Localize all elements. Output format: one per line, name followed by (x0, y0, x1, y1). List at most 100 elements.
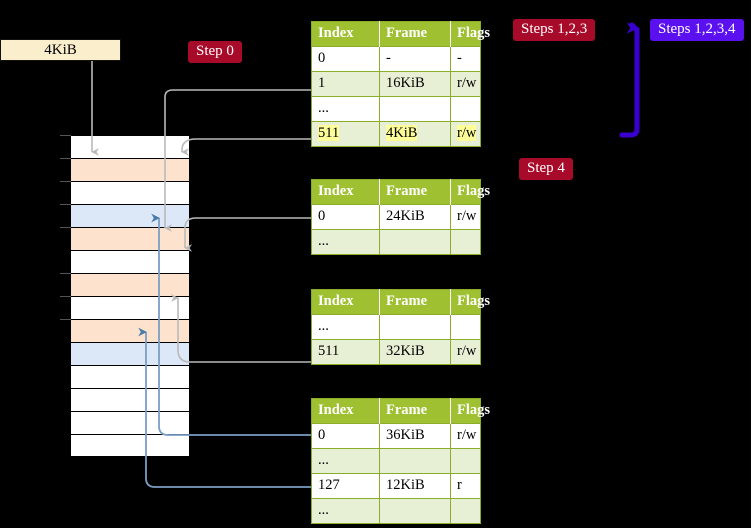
table-row: ... (311, 229, 481, 255)
memory-row (70, 296, 190, 319)
badge-step-0: Step 0 (188, 41, 242, 63)
table-row: ... (311, 96, 481, 122)
cell-frame: 4KiB (379, 121, 451, 147)
cell-flags: r/w (450, 339, 481, 365)
cell-frame: 32KiB (379, 339, 451, 365)
badge-steps-1-2-3: Steps 1,2,3 (513, 19, 596, 41)
column-header-index: Index (311, 179, 380, 205)
memory-row (70, 135, 190, 158)
table-header-row: Index Frame Flags (311, 179, 490, 205)
table-row: ... (311, 314, 481, 340)
table-row-highlighted: 511 4KiB r/w (311, 121, 481, 147)
cell-frame (379, 314, 451, 340)
cell-frame: - (379, 46, 451, 72)
cell-flags: r/w (450, 204, 481, 230)
badge-step-4: Step 4 (519, 158, 573, 180)
column-header-frame: Frame (379, 398, 451, 424)
memory-tick (60, 296, 71, 297)
column-header-index: Index (311, 289, 380, 315)
cell-flags (450, 498, 481, 524)
column-header-frame: Frame (379, 179, 451, 205)
memory-tick (60, 204, 71, 205)
memory-row (70, 342, 190, 365)
page-table-level-4: Index Frame Flags 0 36KiB r/w ... 127 12… (311, 398, 490, 524)
cell-frame: 24KiB (379, 204, 451, 230)
table-row: 127 12KiB r (311, 473, 481, 499)
cell-frame (379, 448, 451, 474)
table-row: 1 16KiB r/w (311, 71, 481, 97)
cell-index: ... (311, 498, 380, 524)
cell-flags (450, 229, 481, 255)
table-row: ... (311, 498, 481, 524)
cell-index-text: 511 (318, 125, 340, 141)
cell-index: 127 (311, 473, 380, 499)
cell-flags (450, 448, 481, 474)
memory-row (70, 250, 190, 273)
table-row: 511 32KiB r/w (311, 339, 481, 365)
cell-index: 0 (311, 423, 380, 449)
column-header-flags: Flags (450, 398, 490, 424)
column-header-flags: Flags (450, 179, 490, 205)
memory-tick (60, 319, 71, 320)
cell-frame: 12KiB (379, 473, 451, 499)
column-header-frame: Frame (379, 289, 451, 315)
cell-index: 0 (311, 46, 380, 72)
column-header-index: Index (311, 398, 380, 424)
memory-row (70, 434, 190, 457)
cell-frame: 16KiB (379, 71, 451, 97)
memory-row (70, 181, 190, 204)
table-header-row: Index Frame Flags (311, 398, 490, 424)
kib-box-label: 4KiB (44, 41, 77, 58)
cell-index: ... (311, 314, 380, 340)
page-table-level-3: Index Frame Flags ... 511 32KiB r/w (311, 289, 490, 365)
memory-tick (60, 273, 71, 274)
memory-row (70, 273, 190, 296)
cell-flags: r (450, 473, 481, 499)
cell-frame (379, 229, 451, 255)
virtual-page-4kib-box: 4KiB (0, 39, 121, 61)
badge-steps-1-2-3-4: Steps 1,2,3,4 (650, 19, 744, 41)
memory-row (70, 227, 190, 250)
badge-steps-1-2-3-4-label: Steps 1,2,3,4 (658, 21, 736, 37)
cell-frame (379, 96, 451, 122)
table-row: 0 24KiB r/w (311, 204, 481, 230)
cell-index: 511 (311, 339, 380, 365)
column-header-flags: Flags (450, 289, 490, 315)
connector-memory-to-t1-top (164, 89, 318, 98)
cell-flags: r/w (450, 121, 481, 147)
badge-steps-1-2-3-label: Steps 1,2,3 (521, 21, 588, 37)
cell-flags: r/w (450, 71, 481, 97)
cell-index: ... (311, 229, 380, 255)
cell-frame: 36KiB (379, 423, 451, 449)
table-row: 0 - - (311, 46, 481, 72)
physical-memory-column (70, 135, 190, 457)
column-header-flags: Flags (450, 21, 490, 47)
table-row: 0 36KiB r/w (311, 423, 481, 449)
badge-step-0-label: Step 0 (196, 43, 234, 59)
memory-tick (60, 135, 71, 136)
memory-row (70, 158, 190, 181)
cell-index: ... (311, 448, 380, 474)
page-table-level-2: Index Frame Flags 0 24KiB r/w ... (311, 179, 490, 255)
memory-row (70, 388, 190, 411)
table-header-row: Index Frame Flags (311, 21, 490, 47)
cell-flags (450, 96, 481, 122)
cell-flags: r/w (450, 423, 481, 449)
steps-bracket-path (619, 22, 640, 138)
cell-frame-text: 4KiB (386, 125, 418, 141)
connector-memory-to-t3 (177, 316, 318, 363)
cell-index: 1 (311, 71, 380, 97)
cell-index: 511 (311, 121, 380, 147)
memory-tick (60, 227, 71, 228)
memory-row (70, 411, 190, 434)
table-row: ... (311, 448, 481, 474)
badge-step-4-label: Step 4 (527, 160, 565, 176)
table-header-row: Index Frame Flags (311, 289, 490, 315)
cell-frame (379, 498, 451, 524)
cell-index: ... (311, 96, 380, 122)
memory-row (70, 319, 190, 342)
page-table-level-1: Index Frame Flags 0 - - 1 16KiB r/w ... (311, 21, 490, 147)
column-header-index: Index (311, 21, 380, 47)
cell-flags-text: r/w (457, 125, 477, 141)
